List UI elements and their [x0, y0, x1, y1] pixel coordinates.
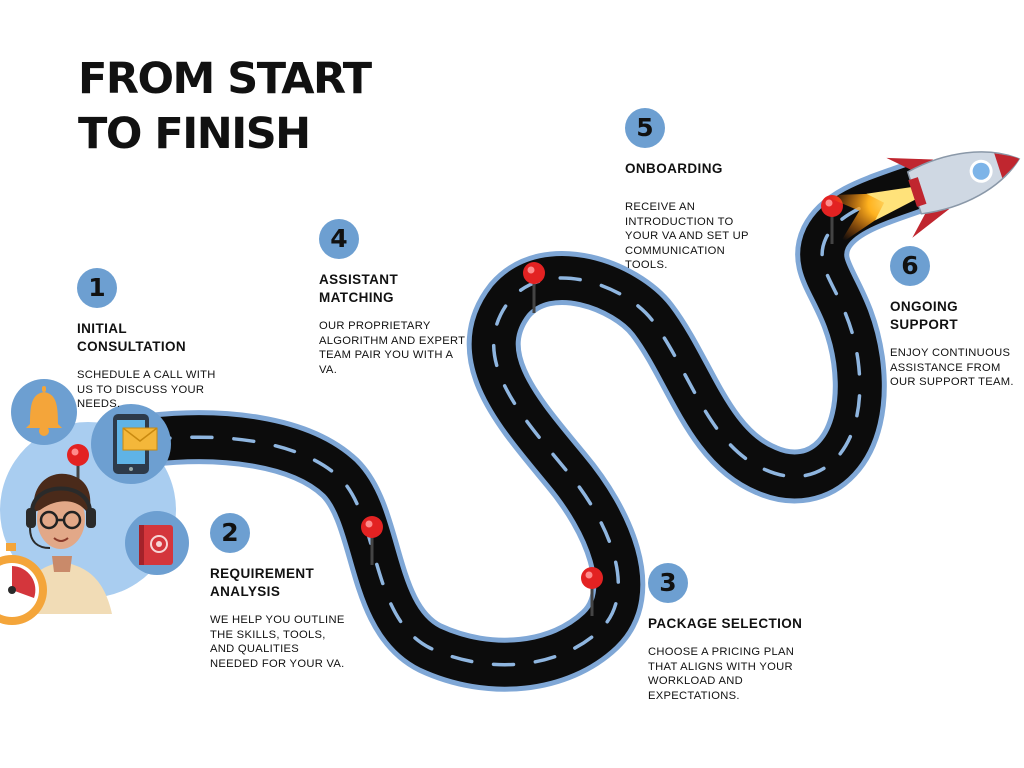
- step-number-badge: 2: [210, 513, 250, 553]
- step-3-package-selection: 3 PACKAGE SELECTION CHOOSE A PRICING PLA…: [648, 563, 823, 703]
- step-number-badge: 5: [625, 108, 665, 148]
- step-title: ONGOING SUPPORT: [890, 299, 959, 332]
- step-description: WE HELP YOU OUTLINE THE SKILLS, TOOLS, A…: [210, 614, 345, 670]
- step-description: OUR PROPRIETARY ALGORITHM AND EXPERT TEA…: [319, 320, 466, 376]
- step-title: PACKAGE SELECTION: [648, 616, 803, 631]
- step-title: ASSISTANT MATCHING: [319, 272, 399, 305]
- road-path: [123, 159, 945, 692]
- step-description: RECEIVE AN INTRODUCTION TO YOUR VA AND S…: [625, 201, 749, 271]
- map-pin-icon: [523, 262, 545, 313]
- map-pin-icon: [361, 516, 383, 565]
- lane-markings: [148, 184, 920, 667]
- map-pin-icon: [581, 567, 603, 616]
- title-line-1: FROM START: [78, 54, 372, 104]
- step-title: ONBOARDING: [625, 161, 723, 176]
- step-title: REQUIREMENT ANALYSIS: [210, 566, 315, 599]
- step-number-badge: 4: [319, 219, 359, 259]
- title-line-2: TO FINISH: [78, 109, 311, 159]
- step-number-badge: 1: [77, 268, 117, 308]
- bell-icon: [11, 379, 77, 445]
- step-title: INITIAL CONSULTATION: [77, 321, 187, 354]
- page-title: FROM START TO FINISH: [78, 52, 372, 162]
- rocket-icon: [822, 151, 1021, 245]
- step-4-assistant-matching: 4 ASSISTANT MATCHING OUR PROPRIETARY ALG…: [319, 219, 474, 377]
- smartphone-mail-icon: [91, 404, 171, 484]
- step-5-onboarding: 5 ONBOARDING RECEIVE AN INTRODUCTION TO …: [625, 108, 765, 273]
- step-2-requirement-analysis: 2 REQUIREMENT ANALYSIS WE HELP YOU OUTLI…: [210, 513, 350, 671]
- step-description: ENJOY CONTINUOUS ASSISTANCE FROM OUR SUP…: [890, 347, 1014, 388]
- stopwatch-icon: [0, 543, 47, 625]
- address-book-icon: [125, 511, 189, 575]
- map-pin-icon: [67, 444, 89, 495]
- step-number-badge: 6: [890, 246, 930, 286]
- step-6-ongoing-support: 6 ONGOING SUPPORT ENJOY CONTINUOUS ASSIS…: [890, 246, 1020, 390]
- step-description: SCHEDULE A CALL WITH US TO DISCUSS YOUR …: [77, 369, 216, 410]
- step-1-initial-consultation: 1 INITIAL CONSULTATION SCHEDULE A CALL W…: [77, 268, 227, 412]
- step-description: CHOOSE A PRICING PLAN THAT ALIGNS WITH Y…: [648, 646, 795, 702]
- step-number-badge: 3: [648, 563, 688, 603]
